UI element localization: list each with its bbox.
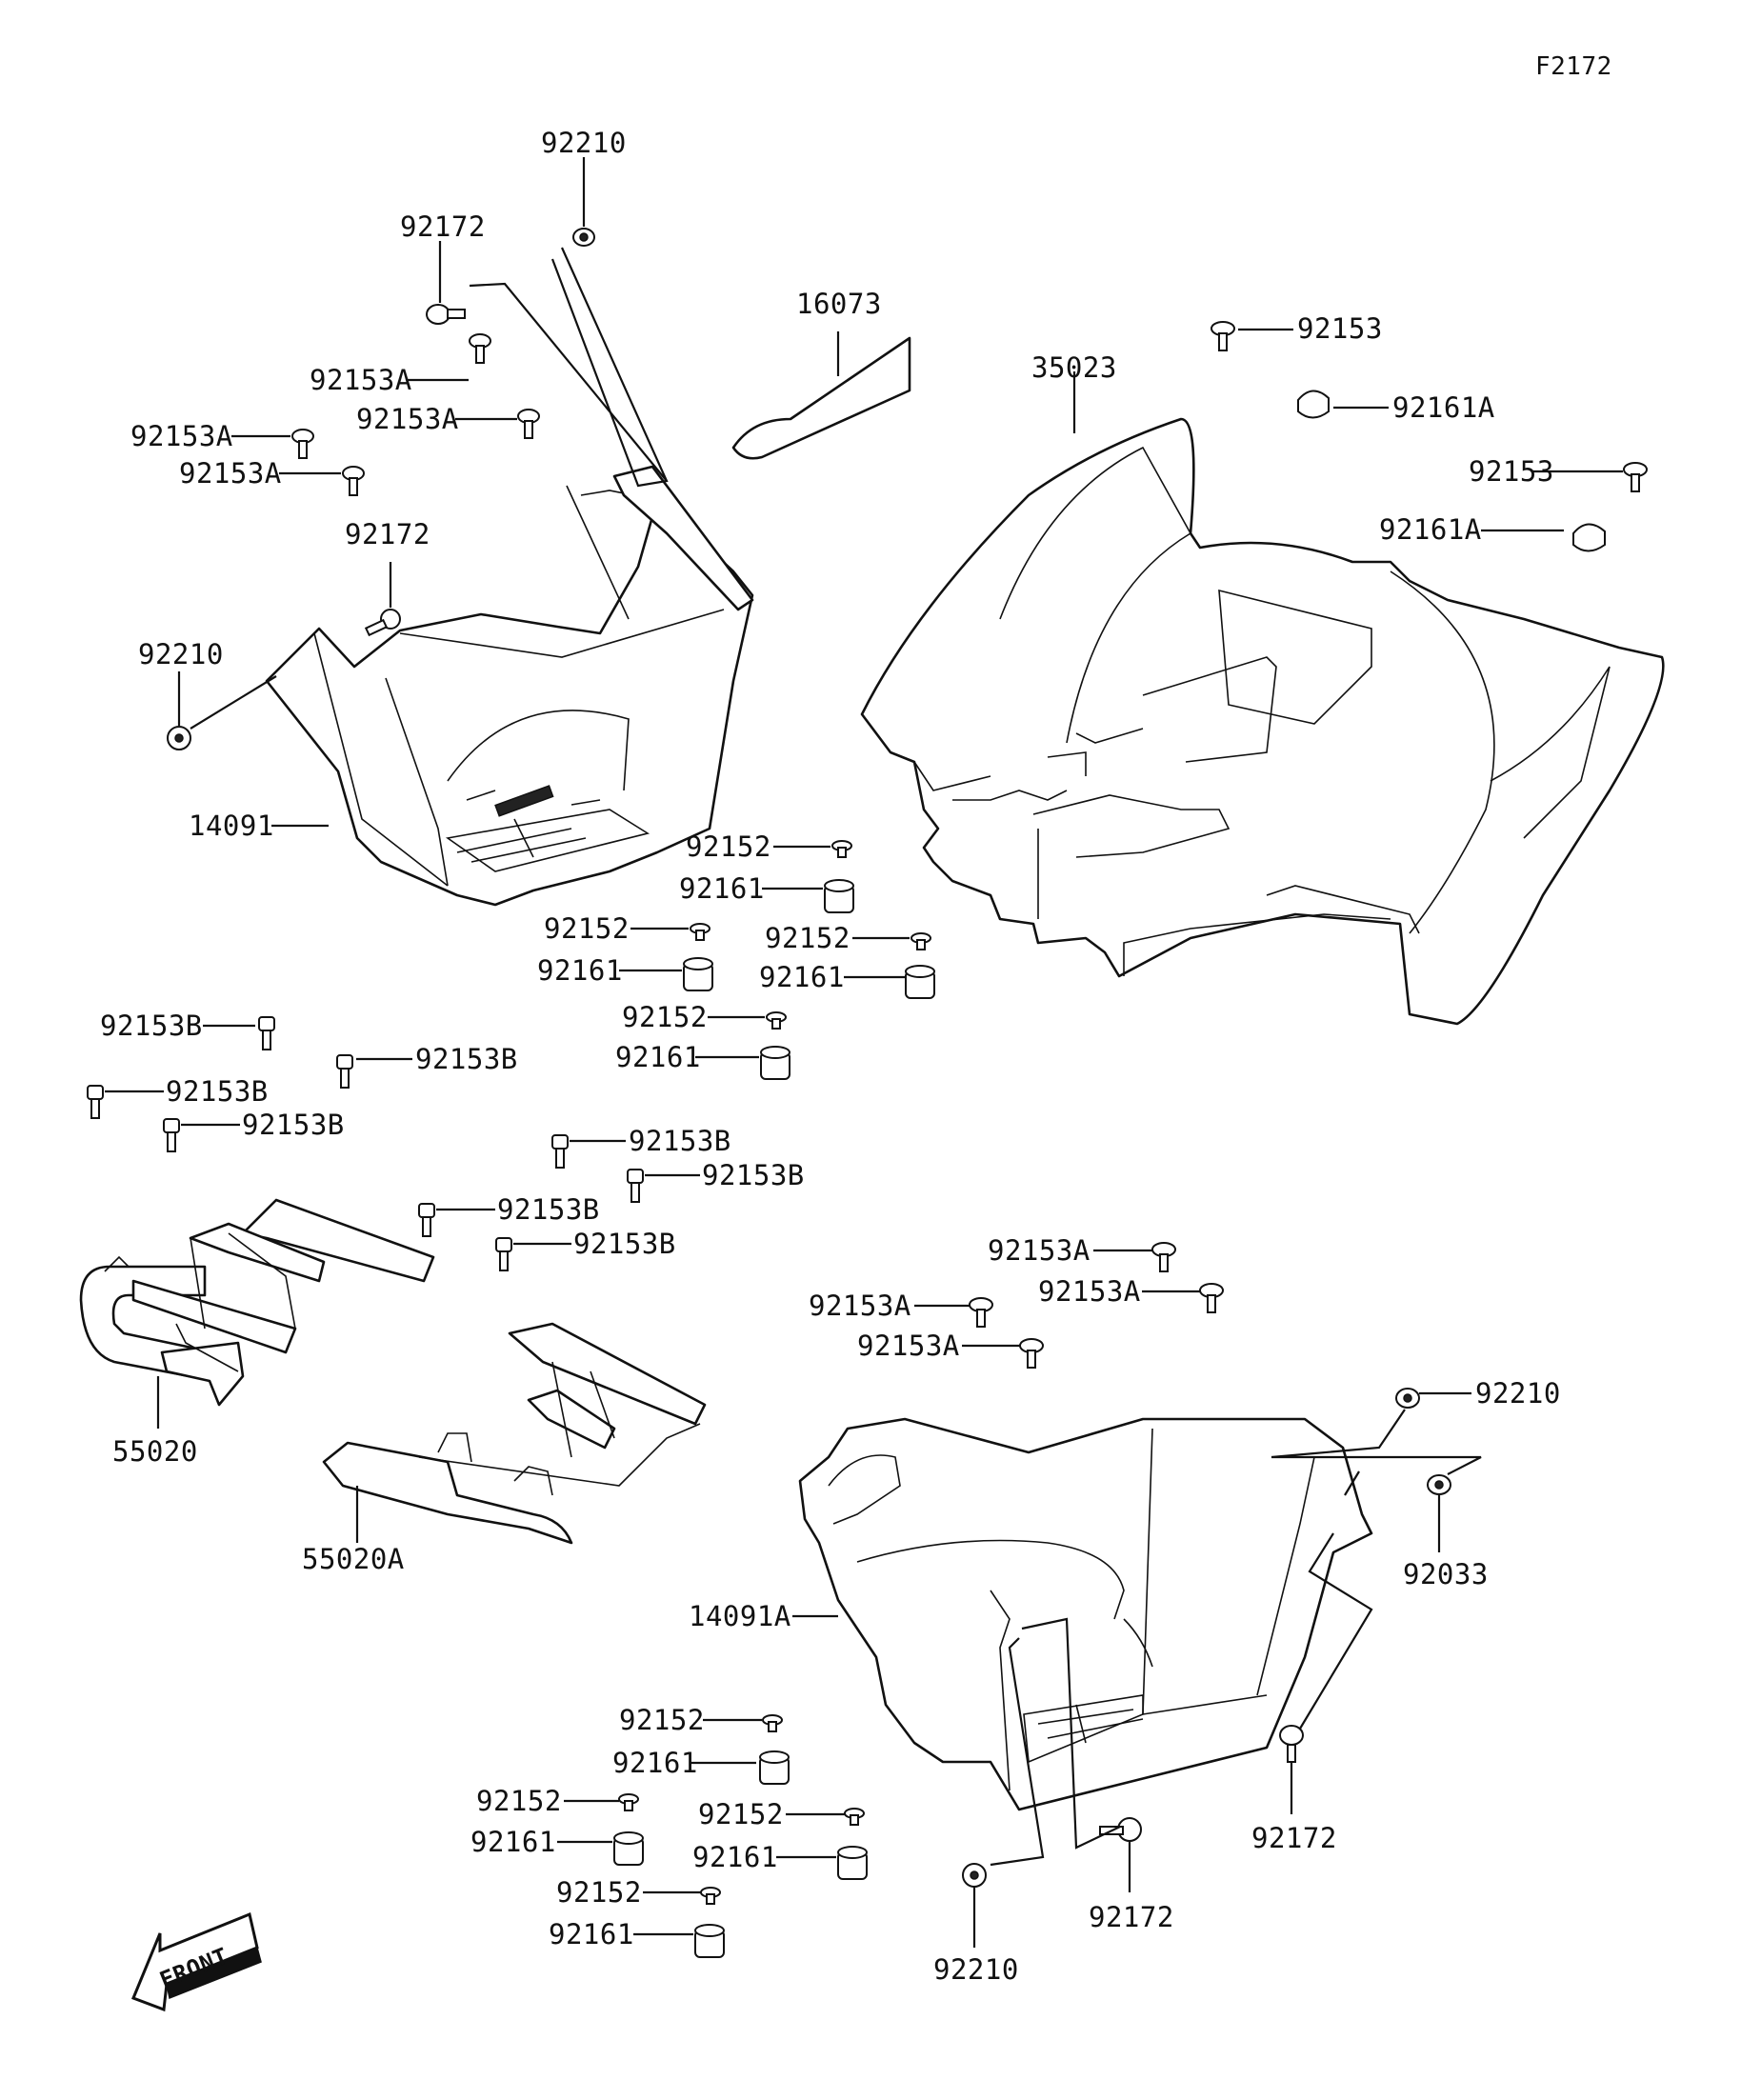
label-92153b-6: 92153B [702,1159,805,1191]
label-92152-f: 92152 [476,1785,562,1817]
label-92161-c: 92161 [759,961,845,993]
diagram-code: F2172 [1535,52,1612,81]
label-92210-bottom: 92210 [933,1953,1019,1986]
label-92172-right: 92172 [1251,1822,1337,1854]
label-92153b-3: 92153B [166,1075,269,1108]
label-92161-f: 92161 [470,1826,556,1858]
label-92161-d: 92161 [615,1041,701,1073]
front-fender-left-drawing [265,485,754,907]
label-92153a-1: 92153A [310,364,412,396]
label-92161-b: 92161 [537,954,623,987]
label-92152-b: 92152 [544,912,630,945]
label-92153b-4: 92153B [242,1109,345,1141]
fastener-icons [87,228,1648,1958]
label-92153b-5: 92153B [629,1125,731,1157]
label-92161a-top: 92161A [1392,391,1495,424]
label-92172-top: 92172 [400,210,486,243]
label-92152-c: 92152 [765,922,850,954]
label-14091: 14091 [189,810,274,842]
label-14091a: 14091A [689,1600,791,1632]
front-arrow: FRONT [131,1911,262,2012]
label-92153a-2: 92153A [356,403,459,435]
label-92153a-8: 92153A [857,1330,960,1362]
strip-16073 [731,336,911,460]
label-92153a-7: 92153A [1038,1275,1141,1308]
label-55020a: 55020A [302,1543,405,1575]
rear-fender-drawing [860,417,1665,1026]
label-92153a-3: 92153A [130,420,233,452]
label-92152-d: 92152 [622,1001,708,1033]
label-92210-right: 92210 [1475,1377,1561,1410]
label-92153-top: 92153 [1297,312,1383,345]
label-92153b-2: 92153B [415,1043,518,1075]
label-92161-a: 92161 [679,872,765,905]
label-92172-mid: 92172 [345,518,430,550]
part-labels: 92210 92172 16073 92153 35023 92161A 921… [100,127,1561,1986]
footrest-55020a-drawing [322,1322,707,1545]
label-16073: 16073 [796,288,882,320]
label-35023: 35023 [1031,351,1117,384]
label-92153b-7: 92153B [497,1193,600,1226]
label-92152-e: 92152 [619,1704,705,1736]
label-92153-right: 92153 [1469,455,1554,488]
label-92153a-4: 92153A [179,457,282,490]
label-92153b-8: 92153B [573,1228,676,1260]
footrest-55020-drawing [79,1198,435,1407]
leader-lines [105,157,1623,1948]
label-92161-g: 92161 [692,1841,778,1873]
label-92210-mid: 92210 [138,638,224,670]
label-92210-top: 92210 [541,127,627,159]
label-92153b-1: 92153B [100,1010,203,1042]
label-92153a-5: 92153A [988,1234,1091,1267]
label-92161-e: 92161 [612,1747,698,1779]
label-92152-h: 92152 [556,1876,642,1909]
label-92161-h: 92161 [549,1918,634,1950]
label-92161a-right: 92161A [1379,513,1482,546]
front-fender-right-drawing [798,1417,1373,1811]
label-92172-bottom: 92172 [1089,1901,1174,1933]
label-92033: 92033 [1403,1558,1489,1590]
label-92152-a: 92152 [686,830,771,863]
label-55020: 55020 [112,1435,198,1468]
label-92153a-6: 92153A [809,1290,911,1322]
label-92152-g: 92152 [698,1798,784,1830]
